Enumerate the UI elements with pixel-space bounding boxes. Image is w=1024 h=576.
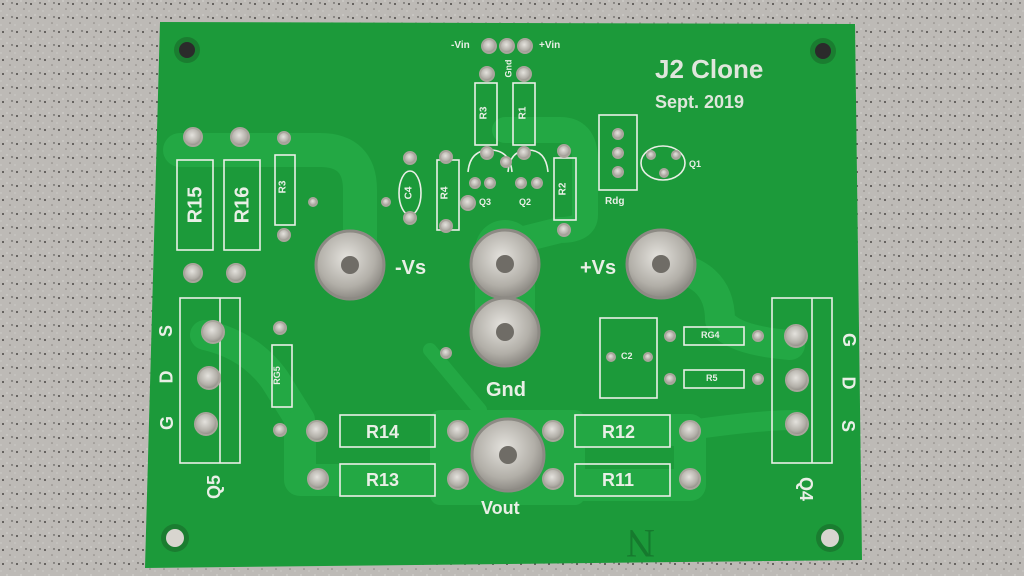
label-q5: Q5 — [204, 474, 225, 500]
label-q5-g: G — [157, 415, 178, 431]
label-r3-top: R3 — [478, 106, 490, 120]
label-c4: C4 — [403, 186, 415, 200]
label-q4: Q4 — [796, 476, 817, 502]
label-rg4: RG4 — [701, 330, 720, 340]
label-r5: R5 — [706, 373, 718, 383]
label-r13: R13 — [366, 470, 400, 490]
label-r14: R14 — [366, 422, 400, 442]
label-c2: C2 — [621, 351, 633, 361]
label-r2: R2 — [557, 182, 569, 196]
label-r1: R1 — [517, 106, 529, 120]
label-r12: R12 — [602, 422, 636, 442]
label-rdg: Rdg — [605, 196, 625, 207]
label-vin-neg: -Vin — [451, 40, 470, 51]
label-gnd: Gnd — [486, 379, 526, 401]
label-q5-s: S — [156, 324, 177, 338]
pad-holes — [341, 255, 670, 464]
mounting-holes — [161, 37, 844, 552]
marker-scribble: N — [626, 521, 655, 566]
label-q4-g: G — [839, 332, 860, 348]
label-r15: R15 — [184, 186, 207, 224]
small-pads — [183, 38, 809, 490]
board-date: Sept. 2019 — [655, 92, 745, 112]
label-q2: Q2 — [519, 197, 532, 207]
label-rg5: RG5 — [271, 366, 282, 385]
label-r3-left: R3 — [277, 180, 289, 194]
label-vs-neg: -Vs — [395, 257, 427, 279]
label-vs-pos: +Vs — [580, 257, 617, 279]
label-q4-d: D — [838, 376, 859, 390]
label-q3: Q3 — [479, 197, 492, 207]
label-r16: R16 — [231, 186, 254, 224]
label-gnd-small: Gnd — [503, 59, 514, 78]
label-q1: Q1 — [689, 159, 702, 169]
board-title: J2 Clone — [655, 54, 764, 84]
label-q5-d: D — [156, 370, 177, 384]
label-q4-s: S — [838, 419, 859, 433]
label-vin-pos: +Vin — [539, 40, 561, 51]
label-r4: R4 — [439, 186, 451, 200]
label-r11: R11 — [602, 470, 635, 490]
label-vout: Vout — [481, 498, 520, 518]
